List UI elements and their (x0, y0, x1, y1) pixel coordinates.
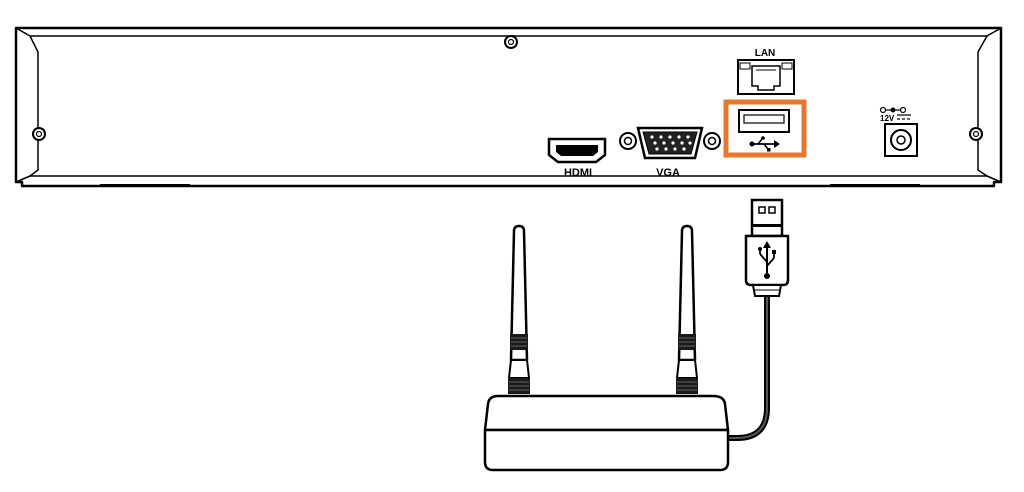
usb-plug (744, 198, 790, 297)
lan-label: LAN (755, 48, 776, 59)
antenna-left (507, 224, 531, 394)
antenna-right (675, 224, 699, 394)
power-label: 12V (880, 114, 895, 123)
hdmi-port: HDMI (547, 137, 607, 179)
power-port: 12V (879, 106, 918, 157)
vga-label: VGA (656, 167, 680, 179)
vga-port: VGA (619, 126, 721, 179)
usb-cable (725, 293, 770, 441)
usb-port (738, 109, 790, 152)
usb-port-highlight (723, 99, 807, 158)
screw-left-icon (32, 127, 46, 141)
lan-port: LAN (737, 48, 795, 95)
usb-icon (749, 136, 780, 152)
usb-icon (758, 241, 776, 279)
dc-polarity-icon (879, 106, 907, 114)
foot-left (100, 184, 190, 187)
screw-top-icon (504, 35, 518, 49)
foot-right (830, 184, 920, 187)
hdmi-label: HDMI (564, 167, 592, 179)
nvr-rear-panel: HDMI VGA LAN (14, 26, 1003, 188)
screw-right-icon (969, 127, 983, 141)
dc-symbol-icon (897, 114, 911, 120)
wifi-router (483, 224, 730, 472)
